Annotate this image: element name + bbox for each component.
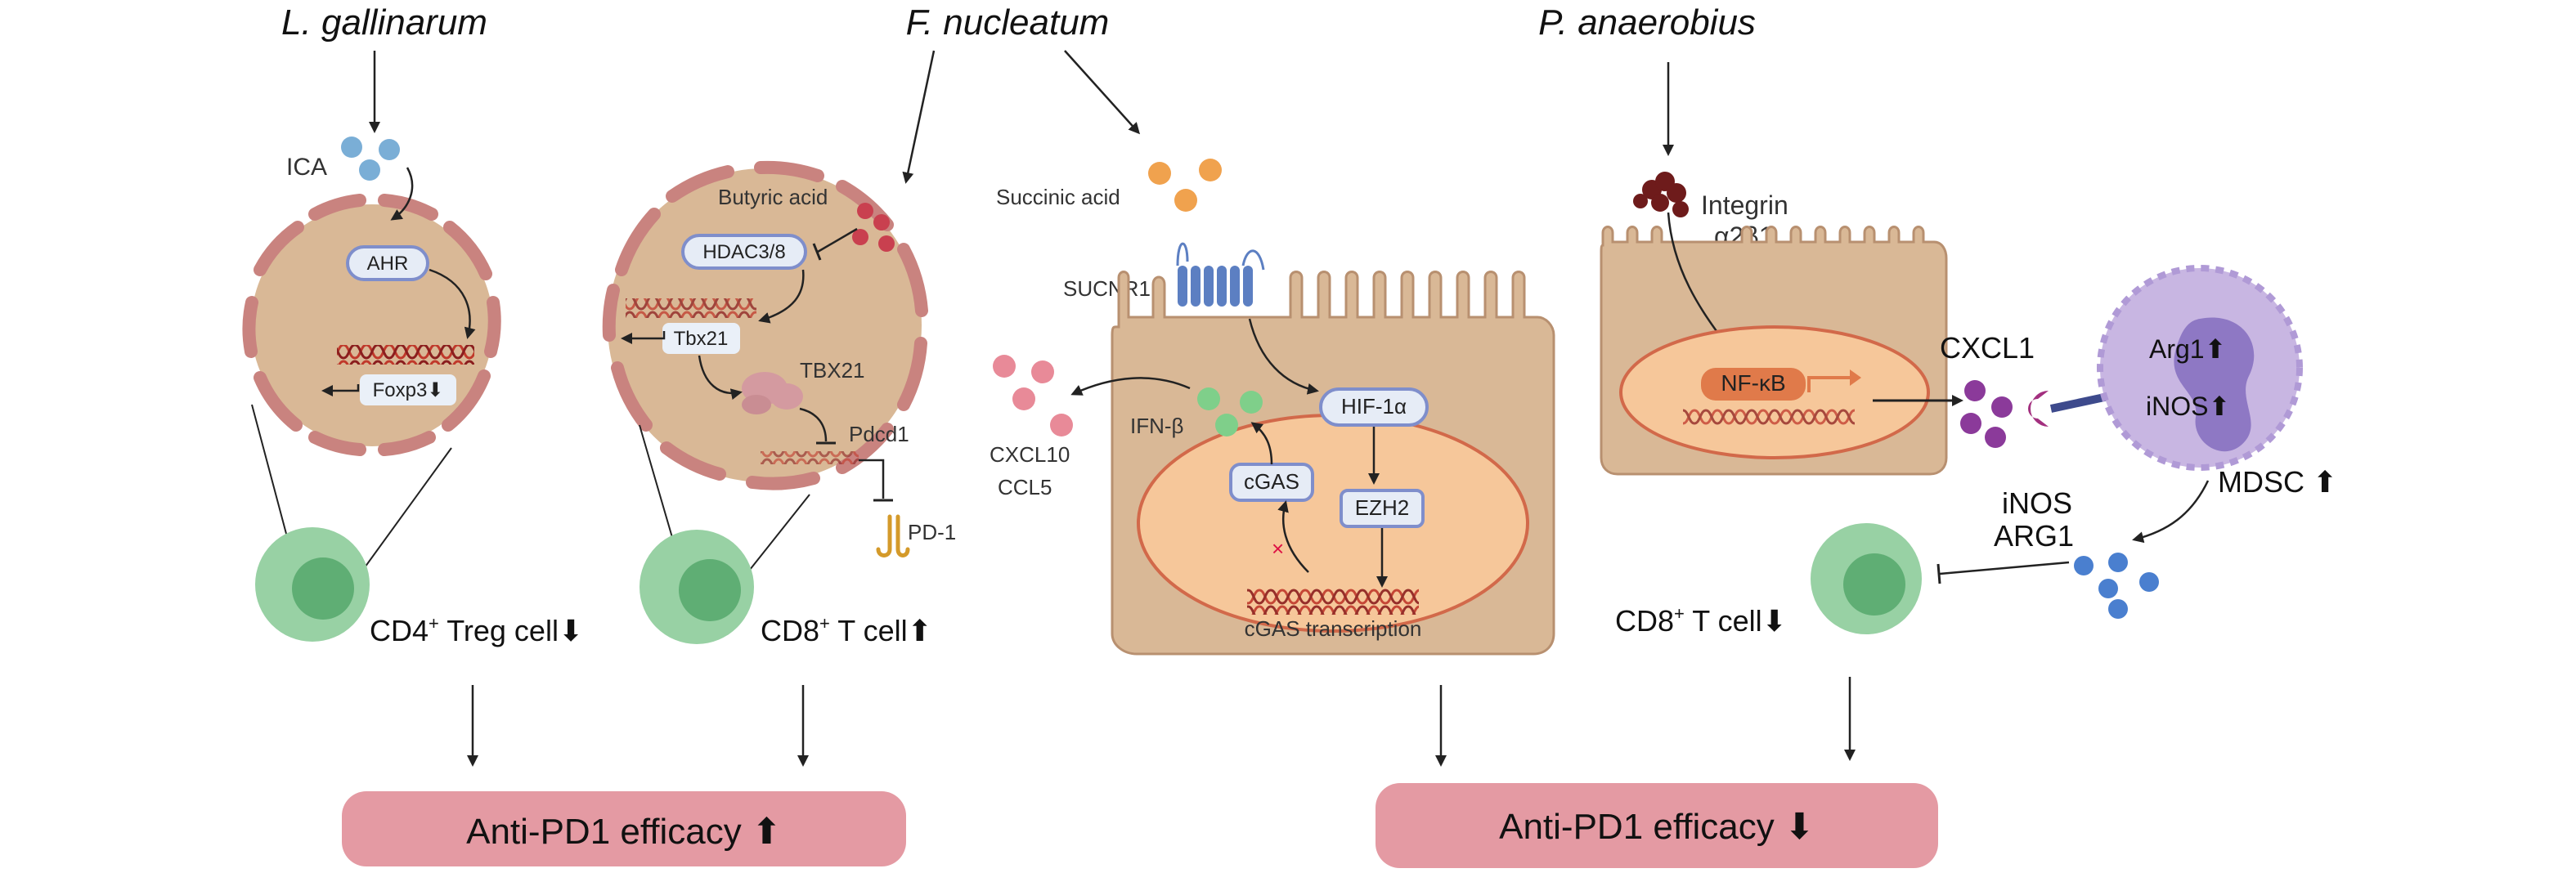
sucnr1-receptor-icon <box>1176 242 1265 307</box>
integrin-label-line1: Integrin <box>1701 190 1788 220</box>
tbx21-gene-label: Tbx21 <box>674 328 729 350</box>
cxcl1-label: CXCL1 <box>1940 331 2035 365</box>
hdac-label: HDAC3/8 <box>702 241 785 263</box>
inos-up-arrow: ⬆ <box>2208 392 2230 421</box>
inhibition-mark: × <box>1272 536 1284 561</box>
foxp3-label: Foxp3⬇ <box>373 379 444 401</box>
arg1-up-arrow: ⬆ <box>2205 334 2227 364</box>
arg1-mediator-label: ARG1 <box>1994 519 2074 553</box>
cgas-label: cGAS <box>1244 469 1299 494</box>
succinic-acid-label: Succinic acid <box>996 185 1120 209</box>
p-anaerobius-cluster <box>1633 172 1689 217</box>
ezh2-pill <box>1340 489 1425 528</box>
cd8-t-cell-2 <box>1811 523 1922 634</box>
foxp3-pill <box>360 374 456 405</box>
pd1-receptor-icon <box>876 514 910 557</box>
cd8-cell-label: CD8+ T cell⬆ <box>761 613 932 647</box>
butyric-acid-molecules <box>852 203 895 252</box>
nfkb-dna <box>1683 409 1855 425</box>
pd1-label: PD-1 <box>908 520 956 544</box>
arg1-label: Arg1⬆ <box>2149 334 2226 364</box>
mdsc-cell <box>2097 265 2303 471</box>
bacterium-left-label: L. gallinarum <box>281 2 487 43</box>
cxcr2-receptor-icon <box>2028 391 2049 427</box>
ahr-label: AHR <box>367 253 409 275</box>
ica-molecules <box>341 137 400 181</box>
treg-down-arrow: ⬇ <box>559 614 583 647</box>
ica-label: ICA <box>286 154 327 181</box>
inos-mediator-label: iNOS <box>2002 486 2072 520</box>
hif-pill <box>1319 387 1429 427</box>
mdsc-label: MDSC ⬆ <box>2218 465 2337 499</box>
ezh2-label: EZH2 <box>1355 495 1409 520</box>
cd8-up-arrow: ⬆ <box>908 614 932 647</box>
outcome-positive: Anti-PD1 efficacy ⬆ <box>342 791 906 866</box>
ahr-pill <box>346 245 429 281</box>
cell-membrane-segments <box>242 194 501 456</box>
panel-f-nucleatum-epithelium: Succinic acid SUCNR1 HIF-1α EZH2 cGAS × … <box>990 50 1555 767</box>
pdcd1-label: Pdcd1 <box>849 422 909 446</box>
cd8-t-cell <box>640 530 754 644</box>
tbx21-pill <box>662 323 740 354</box>
cell-membrane-segments-2 <box>602 160 928 490</box>
outcome-negative-arrow: ⬇ <box>1784 807 1815 847</box>
pdcd1-dna <box>761 451 859 464</box>
panel-f-nucleatum-cd8: Butyric acid HDAC3/8 Tbx21 TBX21 Pdcd1 P… <box>602 50 956 767</box>
outcome-negative-label: Anti-PD1 efficacy ⬇ <box>1499 807 1815 847</box>
bacterium-middle-label: F. nucleatum <box>906 2 1110 43</box>
sucnr1-label: SUCNR1 <box>1063 276 1151 301</box>
mediator-molecules <box>2074 553 2159 619</box>
ifn-beta-molecules <box>1197 387 1263 437</box>
outcome-positive-label: Anti-PD1 efficacy ⬆ <box>466 812 782 852</box>
cgas-dna <box>1247 589 1419 615</box>
cd8-cell-2-label: CD8+ T cell⬇ <box>1615 603 1787 638</box>
nfkb-pill <box>1701 368 1806 401</box>
ifn-beta-label: IFN-β <box>1130 414 1184 438</box>
chemokine-molecules <box>993 355 1073 437</box>
panel-l-gallinarum: ICA AHR Foxp3⬇ CD <box>242 51 583 767</box>
outcome-positive-box <box>342 791 906 866</box>
cxcl10-label: CXCL10 <box>990 442 1070 467</box>
outcome-negative-box <box>1376 783 1938 868</box>
mdsc-up-arrow: ⬆ <box>2313 465 2337 499</box>
tbx21-protein <box>742 372 803 414</box>
panel-p-anaerobius: Integrin α2β1 NF-κB CXCL1 Arg1⬆ iNOS⬆ MD… <box>1600 62 2337 761</box>
hdac-pill <box>681 234 807 270</box>
cd8-2-down-arrow: ⬇ <box>1762 604 1787 638</box>
ccl5-label: CCL5 <box>998 475 1052 499</box>
inos-label: iNOS⬆ <box>2146 392 2230 421</box>
foxp3-down-arrow: ⬇ <box>427 379 443 401</box>
treg-t-cell <box>255 527 370 642</box>
outcome-negative: Anti-PD1 efficacy ⬇ <box>1376 783 1938 868</box>
hif-label: HIF-1α <box>1341 394 1407 419</box>
outcome-positive-arrow: ⬆ <box>752 812 782 852</box>
bacterium-right-label: P. anaerobius <box>1538 2 1756 43</box>
tbx21-dna <box>626 298 756 318</box>
butyric-acid-label: Butyric acid <box>718 185 828 209</box>
cxcl1-molecules <box>1960 380 2013 448</box>
foxp3-dna <box>337 345 474 365</box>
succinic-acid-molecules <box>1148 159 1222 212</box>
tbx21-protein-label: TBX21 <box>800 358 865 383</box>
treg-cell-label: CD4+ Treg cell⬇ <box>370 613 583 647</box>
cgas-transcription-label: cGAS transcription <box>1245 616 1422 641</box>
nfkb-label: NF-κB <box>1721 370 1785 396</box>
